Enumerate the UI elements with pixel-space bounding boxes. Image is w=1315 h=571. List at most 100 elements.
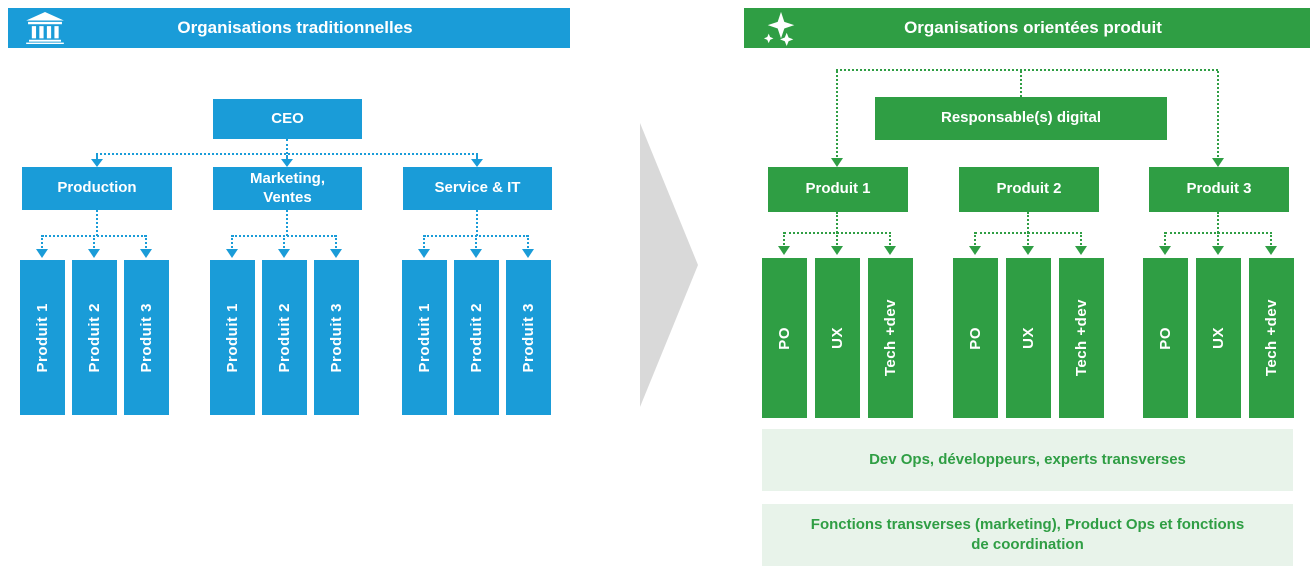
connector-drop: [1080, 232, 1082, 245]
product-bar-label: Produit 1: [34, 302, 51, 373]
arrowhead: [1075, 246, 1087, 255]
role-bar-label: Tech +dev: [882, 299, 899, 377]
connector-drop: [783, 232, 785, 245]
connector-drop: [527, 235, 529, 248]
product-box-1: Produit 1: [768, 167, 908, 212]
product-bar-label: Produit 2: [86, 302, 103, 373]
arrowhead: [969, 246, 981, 255]
arrowhead: [278, 249, 290, 258]
connector-drop: [423, 235, 425, 248]
arrowhead: [91, 159, 103, 167]
role-bar: PO: [762, 258, 807, 418]
role-bar: PO: [1143, 258, 1188, 418]
connector-drop: [286, 155, 288, 159]
department-box-marketing-ventes: Marketing, Ventes: [213, 167, 362, 210]
product-bar: Produit 2: [72, 260, 117, 415]
arrowhead: [226, 249, 238, 258]
arrowhead: [140, 249, 152, 258]
ceo-box: CEO: [213, 99, 362, 139]
role-bar: Tech +dev: [1059, 258, 1104, 418]
arrowhead: [1212, 246, 1224, 255]
product-bar-label: Produit 3: [138, 302, 155, 373]
connector-lead-branch: [836, 69, 1218, 71]
connector-drop: [475, 235, 477, 248]
product-bar: Produit 3: [124, 260, 169, 415]
traditional-org-title: Organisations traditionnelles: [177, 18, 413, 37]
product-bar: Produit 1: [210, 260, 255, 415]
product-org-header: Organisations orientées produit: [744, 8, 1310, 48]
role-bar-label: PO: [776, 326, 793, 350]
connector-drop: [1270, 232, 1272, 245]
role-bar-label: UX: [829, 327, 846, 349]
role-bar: UX: [815, 258, 860, 418]
role-bar: Tech +dev: [868, 258, 913, 418]
right-arrow: [640, 123, 698, 407]
role-bar-label: Tech +dev: [1263, 299, 1280, 377]
connector-product-stub: [1027, 212, 1029, 233]
connector-drop: [335, 235, 337, 248]
connector-dept-stub: [286, 210, 288, 236]
role-bar: PO: [953, 258, 998, 418]
product-bar: Produit 3: [506, 260, 551, 415]
connector-drop: [231, 235, 233, 248]
arrowhead: [281, 159, 293, 167]
connector-drop: [145, 235, 147, 248]
connector-drop: [283, 235, 285, 248]
product-bar-label: Produit 1: [416, 302, 433, 373]
connector-drop: [1217, 71, 1219, 157]
role-bar-label: PO: [1157, 326, 1174, 350]
product-bar-label: Produit 3: [520, 302, 537, 373]
role-bar: Tech +dev: [1249, 258, 1294, 418]
product-bar: Produit 1: [20, 260, 65, 415]
arrowhead: [1212, 158, 1224, 167]
arrowhead: [418, 249, 430, 258]
product-bar: Produit 1: [402, 260, 447, 415]
connector-drop: [974, 232, 976, 245]
arrowhead: [778, 246, 790, 255]
role-bar: UX: [1196, 258, 1241, 418]
role-bar-label: PO: [967, 326, 984, 350]
connector-product-stub: [1217, 212, 1219, 233]
connector-drop: [1027, 232, 1029, 245]
arrowhead: [470, 249, 482, 258]
connector-dept-stub: [476, 210, 478, 236]
role-bar-label: UX: [1210, 327, 1227, 349]
arrowhead: [1022, 246, 1034, 255]
connector-drop: [889, 232, 891, 245]
shared-layer-devops: Dev Ops, développeurs, experts transvers…: [762, 429, 1293, 491]
connector-drop: [836, 71, 838, 157]
product-box-3: Produit 3: [1149, 167, 1289, 212]
product-org-title: Organisations orientées produit: [904, 18, 1162, 37]
arrowhead: [1159, 246, 1171, 255]
arrowhead: [471, 159, 483, 167]
connector-lead-stub: [1020, 71, 1022, 97]
product-bar: Produit 2: [454, 260, 499, 415]
bank-icon: [22, 12, 68, 44]
traditional-org-header: Organisations traditionnelles: [8, 8, 570, 48]
arrowhead: [330, 249, 342, 258]
connector-ceo-branch: [96, 153, 478, 155]
department-box-production: Production: [22, 167, 172, 210]
arrowhead: [831, 158, 843, 167]
connector-dept-stub: [96, 210, 98, 236]
connector-product-stub: [836, 212, 838, 233]
connector-drop: [476, 155, 478, 159]
role-bar-label: Tech +dev: [1073, 299, 1090, 377]
product-bar-label: Produit 1: [224, 302, 241, 373]
sparkles-icon: [758, 10, 804, 46]
role-bar-label: UX: [1020, 327, 1037, 349]
arrowhead: [1265, 246, 1277, 255]
product-bar: Produit 3: [314, 260, 359, 415]
shared-layer-transverse-functions: Fonctions transverses (marketing), Produ…: [762, 504, 1293, 566]
arrowhead: [36, 249, 48, 258]
department-box-service-it: Service & IT: [403, 167, 552, 210]
connector-drop: [93, 235, 95, 248]
connector-drop: [96, 155, 98, 159]
arrowhead: [884, 246, 896, 255]
arrowhead: [831, 246, 843, 255]
product-box-2: Produit 2: [959, 167, 1099, 212]
connector-drop: [836, 232, 838, 245]
product-bar-label: Produit 3: [328, 302, 345, 373]
connector-drop: [1217, 232, 1219, 245]
